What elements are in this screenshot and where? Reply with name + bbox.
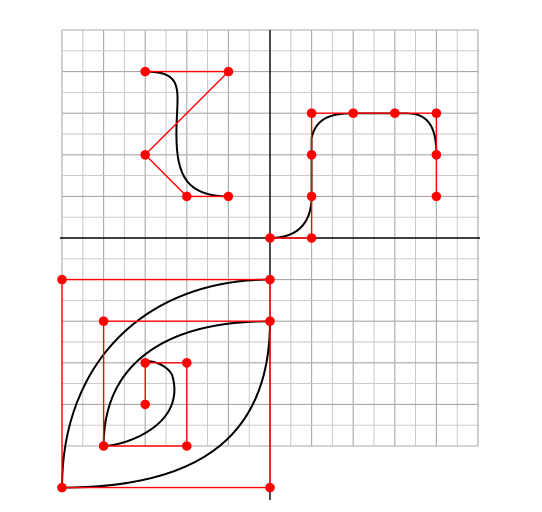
control-point[interactable] xyxy=(431,108,442,118)
control-point[interactable] xyxy=(265,482,275,493)
control-point[interactable] xyxy=(306,233,317,243)
control-point[interactable] xyxy=(57,274,67,285)
control-point[interactable] xyxy=(306,108,317,118)
control-point[interactable] xyxy=(223,66,234,77)
control-point[interactable] xyxy=(57,482,67,493)
control-point[interactable] xyxy=(182,191,192,202)
bezier-curve xyxy=(61,278,271,488)
control-point[interactable] xyxy=(265,233,275,243)
control-point[interactable] xyxy=(140,150,150,160)
control-point[interactable] xyxy=(431,191,442,202)
control-point[interactable] xyxy=(182,441,192,451)
upper-left-s-curve xyxy=(140,66,234,202)
control-point[interactable] xyxy=(223,191,234,202)
bezier-curve xyxy=(102,320,271,447)
control-point[interactable] xyxy=(431,150,442,160)
control-point[interactable] xyxy=(348,108,359,118)
control-point[interactable] xyxy=(390,108,400,118)
control-point[interactable] xyxy=(265,316,275,327)
upper-right-step-curve xyxy=(265,108,442,243)
bezier-curve xyxy=(61,321,271,489)
control-point[interactable] xyxy=(140,66,150,77)
figures xyxy=(57,66,442,493)
bezier-curve xyxy=(103,375,176,447)
control-point[interactable] xyxy=(98,316,109,327)
control-point[interactable] xyxy=(140,358,150,368)
control-polygon xyxy=(144,362,188,446)
control-point[interactable] xyxy=(182,358,192,368)
bezier-curve xyxy=(145,70,179,135)
control-point[interactable] xyxy=(98,441,109,451)
control-point[interactable] xyxy=(306,150,317,160)
lower-left-nested-arcs xyxy=(57,274,275,493)
bezier-curve xyxy=(175,133,229,198)
control-point[interactable] xyxy=(306,191,317,202)
control-point[interactable] xyxy=(140,399,150,410)
control-point[interactable] xyxy=(265,274,275,285)
control-polygon xyxy=(270,112,438,239)
